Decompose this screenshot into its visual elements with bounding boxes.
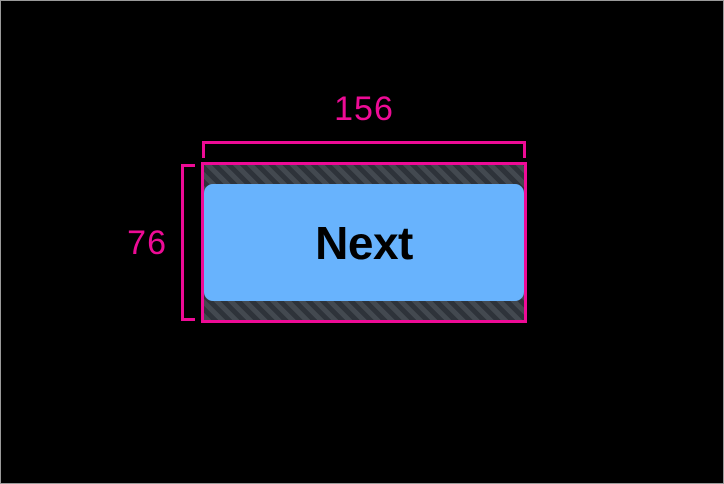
width-dimension-label: 156 [334,90,394,128]
measured-element-outline: Next [201,162,527,323]
height-dimension-label: 76 [127,224,167,262]
next-button-label: Next [315,216,413,269]
height-dimension-bracket [181,164,195,321]
width-dimension-bracket [202,141,526,158]
next-button[interactable]: Next [204,184,524,301]
